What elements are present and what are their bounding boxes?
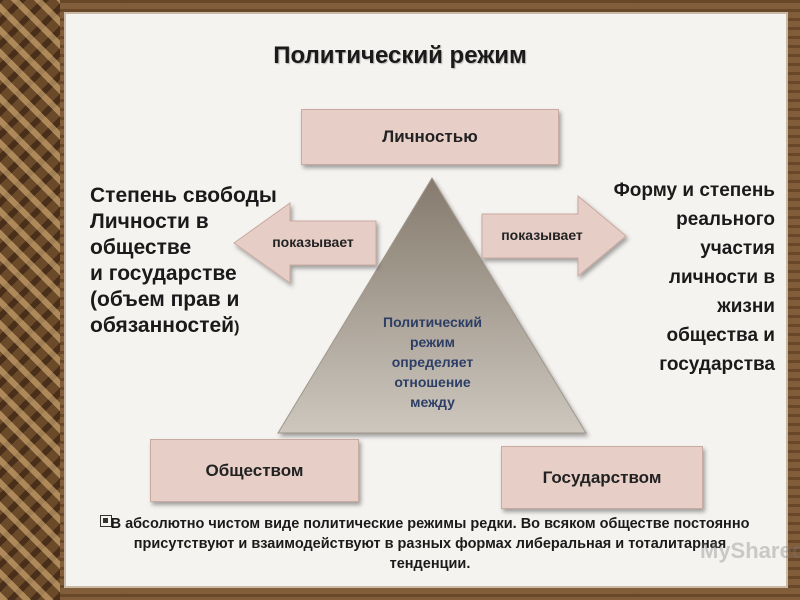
pyramid-label: Политический режим определяет отношение … xyxy=(383,314,482,410)
right-arrow xyxy=(481,194,627,278)
left-arrow xyxy=(233,202,377,284)
right-arrow-label: показывает xyxy=(501,227,583,243)
box-personality: Личностью xyxy=(301,109,559,165)
left-arrow-label: показывает xyxy=(272,234,354,250)
freedom-degree-main: Степень свободы Личности в обществе и го… xyxy=(90,183,330,341)
box-society: Обществом xyxy=(150,439,359,502)
footnote: В абсолютно чистом виде политические реж… xyxy=(110,516,750,572)
freedom-degree-text: Степень свободы Личности в обществе и го… xyxy=(90,183,330,341)
page-title: Политический режим xyxy=(273,42,527,69)
decorative-strip xyxy=(0,0,60,600)
pyramid xyxy=(277,177,587,434)
freedom-degree-lines: Степень свободы Личности в обществе и го… xyxy=(90,184,277,337)
bullet-icon xyxy=(100,515,112,527)
participation-text: Форму и степень реального участия личнос… xyxy=(613,180,775,375)
watermark-logo: MyShared xyxy=(700,538,800,563)
closing-paren: ) xyxy=(234,319,240,336)
box-state: Государством xyxy=(501,446,703,509)
